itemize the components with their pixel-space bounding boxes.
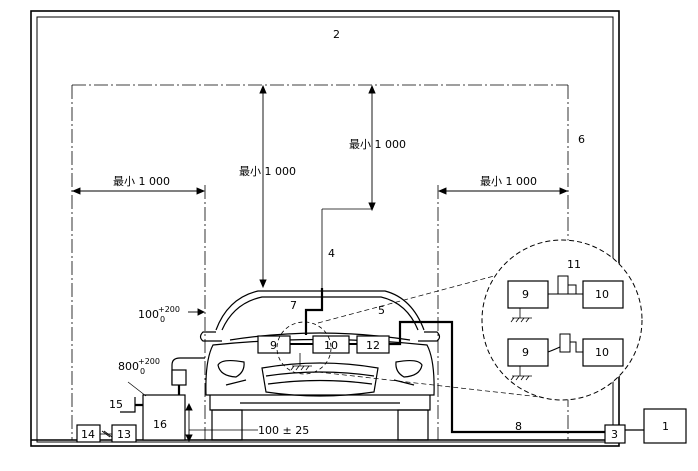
detail-top-box-9 (507, 280, 549, 309)
dim-800: 800 (118, 360, 139, 373)
dim-800-tol-bottom: 0 (140, 367, 145, 376)
label-8: 8 (515, 420, 522, 433)
dim-100-tol-bottom: 0 (160, 315, 165, 324)
detail-top-box-10-label: 10 (595, 288, 609, 301)
dim-100: 100 (138, 308, 159, 321)
dim-min-top-center: 最小 1 000 (239, 165, 296, 178)
ground-symbol-detail-top (510, 308, 532, 323)
dimension-lines (71, 84, 569, 443)
ecu-box-12-label: 12 (366, 339, 380, 352)
ecu-box-9-label: 9 (270, 339, 277, 352)
label-6: 6 (578, 133, 585, 146)
ground-symbol-detail-bottom (510, 366, 532, 381)
equipment-box-16 (142, 394, 186, 441)
ground-symbol-car (290, 353, 312, 371)
dim-100-25: 100 ± 25 (258, 424, 309, 437)
label-4: 4 (328, 247, 335, 260)
cable-8 (389, 320, 612, 434)
outer-room-wall (30, 10, 620, 447)
equipment-box-1 (643, 408, 687, 444)
detail-top-box-10 (582, 280, 624, 309)
feedthrough-box-3-label: 3 (611, 428, 618, 441)
feedthrough-box-3 (604, 424, 626, 444)
probe-arm (171, 357, 205, 385)
detail-bottom-box-9-label: 9 (522, 346, 529, 359)
detail-circle (481, 239, 643, 401)
detail-bottom-box-9 (507, 338, 549, 367)
detail-bottom-box-10-label: 10 (595, 346, 609, 359)
equipment-box-16-label: 16 (153, 418, 167, 431)
label-7: 7 (290, 299, 297, 312)
dim-min-left: 最小 1 000 (113, 175, 170, 188)
equipment-box-14 (76, 424, 101, 443)
detail-top-box-9-label: 9 (522, 288, 529, 301)
equipment-box-13 (111, 424, 137, 443)
dim-min-right: 最小 1 000 (480, 175, 537, 188)
vehicle-front-view (199, 290, 441, 441)
label-15: 15 (109, 398, 123, 411)
detail-marker-ellipse (276, 321, 332, 375)
leader-800 (127, 381, 147, 397)
dim-min-top-right: 最小 1 000 (349, 138, 406, 151)
probe-head (171, 369, 187, 386)
detail-leader-bottom (317, 371, 550, 399)
dim-800-tol-top: +200 (138, 357, 160, 366)
min-distance-boundary (71, 84, 569, 440)
cable-15-link (120, 397, 136, 413)
detail-bottom-connector (547, 333, 583, 353)
connector-14-13 (100, 430, 113, 438)
dim-100-tol-top: +200 (158, 305, 180, 314)
inner-room-wall (36, 16, 614, 443)
label-11: 11 (567, 258, 581, 271)
label-5: 5 (378, 304, 385, 317)
equipment-box-13-label: 13 (117, 428, 131, 441)
equipment-box-1-label: 1 (662, 420, 669, 433)
detail-top-connector (548, 275, 583, 295)
detail-leader-top (317, 267, 525, 324)
label-2: 2 (333, 28, 340, 41)
cable-7 (304, 288, 324, 335)
equipment-box-14-label: 14 (81, 428, 95, 441)
